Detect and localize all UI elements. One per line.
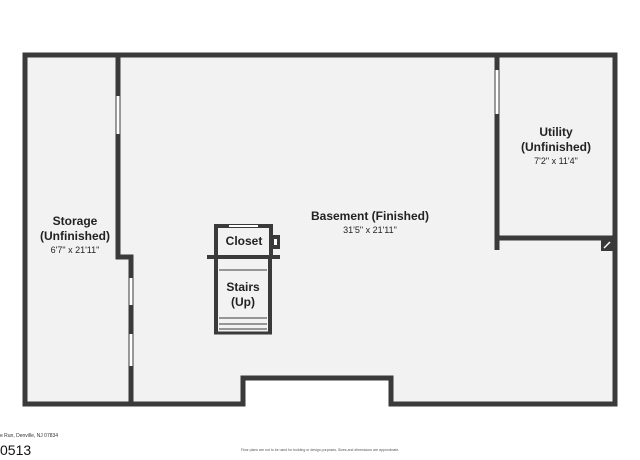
basement-name: Basement (Finished) [310, 209, 430, 223]
property-address: e Run, Denville, NJ 07834 [0, 433, 59, 439]
storage-dimensions: 6'7" x 21'11" [50, 245, 100, 255]
storage-name-line1: Storage [52, 214, 98, 228]
basement-label: Basement (Finished) 31'5" x 21'11" [290, 209, 450, 236]
closet-label: Closet [218, 234, 270, 249]
utility-name-line1: Utility [539, 125, 573, 139]
closet-name: Closet [225, 234, 263, 248]
outer-wall [22, 52, 618, 407]
utility-name-line2: (Unfinished) [521, 140, 591, 154]
listing-id: 0513 [0, 442, 32, 458]
stair-treads [219, 269, 267, 330]
storage-name-line2: (Unfinished) [40, 229, 110, 243]
utility-dimensions: 7'2" x 11'4" [534, 156, 578, 166]
closet-bump-inner [274, 239, 277, 245]
storage-label: Storage (Unfinished) 6'7" x 21'11" [20, 214, 130, 256]
stairs-label: Stairs (Up) [218, 280, 268, 310]
utility-fixture-mark [603, 241, 611, 249]
storage-wall [115, 55, 134, 404]
disclaimer-text: Floor plans are not to be used for build… [240, 448, 400, 452]
stairs-name-line1: Stairs [226, 280, 260, 294]
floor-area [25, 55, 615, 404]
stairs-name-line2: (Up) [231, 295, 255, 309]
utility-label: Utility (Unfinished) 7'2" x 11'4" [500, 125, 612, 167]
basement-dimensions: 31'5" x 21'11" [343, 225, 397, 235]
